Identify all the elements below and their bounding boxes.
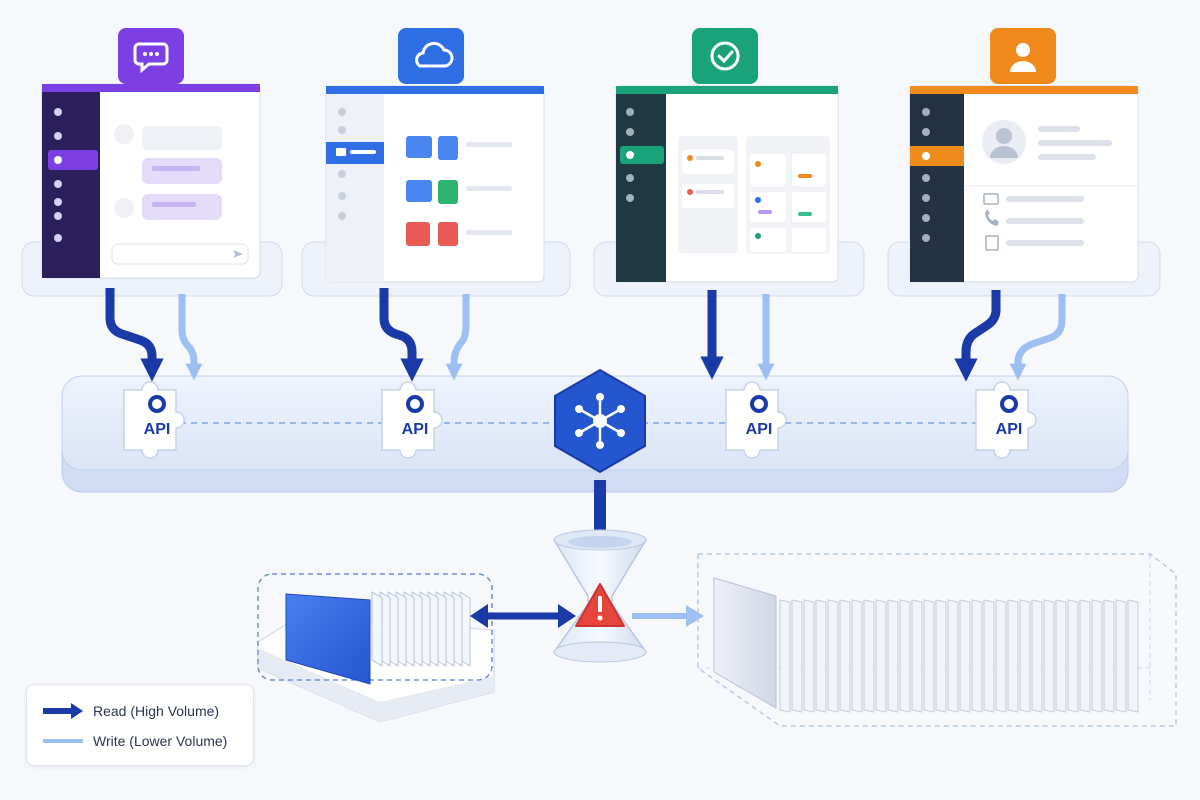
api-label: API — [746, 421, 773, 438]
tasks-titlebar — [616, 86, 838, 94]
archive-record-card — [863, 599, 875, 713]
archive-record-card — [971, 599, 983, 713]
spreadsheet-file-icon[interactable] — [438, 180, 458, 204]
archive-data-store — [697, 553, 1177, 727]
bidirectional-read-arrow — [470, 604, 576, 628]
archive-record-card — [1007, 599, 1019, 713]
checkmark-icon — [692, 28, 758, 84]
read-arrows — [105, 288, 1001, 382]
archive-record-card — [959, 599, 971, 713]
archive-record-card — [791, 599, 803, 713]
archive-record-card — [851, 599, 863, 713]
api-connector-3[interactable]: API — [725, 381, 787, 459]
phone-icon — [985, 209, 999, 226]
cloud-files-app-panel — [301, 28, 571, 297]
cloud-icon — [398, 28, 464, 84]
warning-icon — [575, 583, 625, 627]
archive-record-card — [827, 599, 839, 713]
archive-record-card — [1091, 599, 1103, 713]
archive-record-card — [923, 599, 935, 713]
building-icon — [985, 235, 999, 251]
image-file-icon[interactable] — [438, 136, 458, 160]
primary-data-store — [257, 573, 495, 723]
folder-icon[interactable] — [406, 136, 432, 158]
archive-record-card — [779, 599, 791, 713]
send-icon[interactable] — [233, 250, 243, 258]
gear-icon — [148, 395, 166, 413]
hub-to-funnel-link — [594, 480, 606, 530]
gear-icon — [1000, 395, 1018, 413]
archive-record-card — [1031, 599, 1043, 713]
read-arrow-swatch — [43, 703, 83, 719]
chat-app-titlebar — [42, 84, 260, 92]
chat-message-input[interactable] — [111, 243, 249, 265]
archive-record-card — [1043, 599, 1055, 713]
cloud-files-sidebar — [326, 94, 384, 282]
pdf-file-icon[interactable] — [406, 222, 430, 246]
archive-record-card — [1079, 599, 1091, 713]
avatar — [114, 124, 134, 144]
archive-write-arrow — [632, 605, 704, 627]
write-line-swatch — [43, 739, 83, 743]
legend-read: Read (High Volume) — [41, 701, 219, 721]
mail-icon — [983, 193, 999, 205]
archive-record-card — [1055, 599, 1067, 713]
archive-front-card — [713, 577, 777, 709]
archive-record-card — [1127, 599, 1139, 713]
primary-store-boundary — [257, 573, 493, 681]
chat-sidebar-active-item[interactable] — [48, 150, 98, 170]
legend: Read (High Volume) Write (Lower Volume) — [26, 684, 254, 766]
legend-write-label: Write (Lower Volume) — [93, 733, 228, 749]
primary-store-record-card — [371, 591, 383, 667]
network-hub-icon[interactable] — [554, 368, 646, 474]
archive-record-card — [803, 599, 815, 713]
contacts-sidebar-active-item[interactable] — [910, 146, 964, 166]
api-connector-4[interactable]: API — [975, 381, 1037, 459]
document-file-icon[interactable] — [438, 222, 458, 246]
gear-icon — [406, 395, 424, 413]
legend-write: Write (Lower Volume) — [41, 731, 227, 751]
archive-record-card — [995, 599, 1007, 713]
api-label: API — [144, 421, 171, 438]
archive-record-card — [875, 599, 887, 713]
tasks-sidebar — [616, 94, 666, 282]
archive-record-card — [935, 599, 947, 713]
primary-store-front-card — [285, 593, 371, 685]
cloud-files-titlebar — [326, 86, 544, 94]
contacts-titlebar — [910, 86, 1138, 94]
tasks-sidebar-active-item[interactable] — [620, 146, 664, 164]
api-connector-2[interactable]: API — [381, 381, 443, 459]
chat-app-sidebar — [42, 92, 100, 278]
write-arrows — [178, 294, 1066, 381]
contacts-sidebar — [910, 94, 964, 282]
archive-record-card — [947, 599, 959, 713]
primary-store-record-stack — [371, 591, 471, 667]
archive-record-card — [1115, 599, 1127, 713]
archive-record-card — [1019, 599, 1031, 713]
gear-icon — [750, 395, 768, 413]
api-label: API — [402, 421, 429, 438]
archive-record-card — [839, 599, 851, 713]
tasks-app-panel — [593, 28, 865, 297]
archive-record-card — [983, 599, 995, 713]
archive-record-card — [911, 599, 923, 713]
legend-read-label: Read (High Volume) — [93, 703, 220, 719]
archive-record-card — [1067, 599, 1079, 713]
archive-record-card — [815, 599, 827, 713]
archive-record-card — [1103, 599, 1115, 713]
api-label: API — [996, 421, 1023, 438]
api-connector-1[interactable]: API — [123, 381, 185, 459]
chat-app-panel — [21, 28, 283, 297]
archive-record-card — [887, 599, 899, 713]
contacts-app-panel — [887, 28, 1161, 297]
folder-icon[interactable] — [406, 180, 432, 202]
archive-record-stack — [779, 599, 1139, 713]
archive-record-card — [899, 599, 911, 713]
